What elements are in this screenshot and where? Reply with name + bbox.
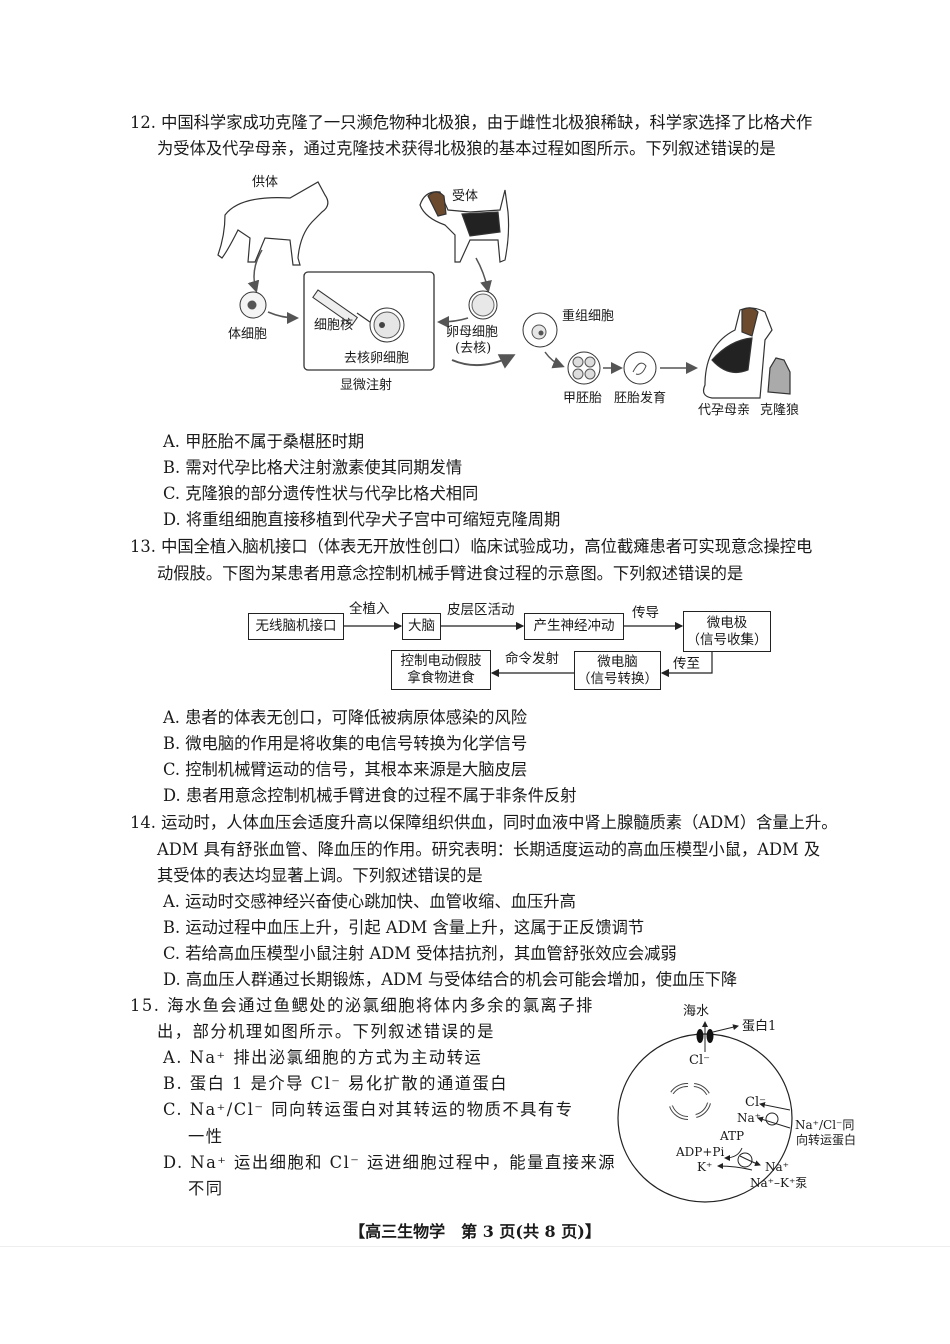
flow-arrow-label-command: 命令发射: [505, 651, 559, 667]
label-recipient: 受体: [452, 189, 479, 204]
label-na-out: Na⁺: [765, 1160, 789, 1174]
embryo-4cell: [567, 351, 601, 385]
flow-box-prosthesis-text: 控制电动假肢: [400, 653, 482, 669]
q15-option-c: C. Na⁺/Cl⁻ 同向转运蛋白对其转运的物质不具有专: [163, 1100, 574, 1119]
flow-box-microcomputer-note: （信号转换）: [577, 670, 658, 687]
q13-option-b: B. 微电脑的作用是将收集的电信号转换为化学信号: [163, 734, 528, 753]
q12-option-b: B. 需对代孕比格犬注射激素使其同期发情: [163, 458, 463, 477]
label-pump: Na⁺–K⁺泵: [750, 1176, 808, 1190]
q12-option-c: C. 克隆狼的部分遗传性状与代孕比格犬相同: [163, 484, 479, 503]
label-atp: ATP: [720, 1129, 745, 1143]
na-k-pump: [737, 1152, 753, 1168]
q12-stem-line2: 为受体及代孕母亲，通过克隆技术获得北极狼的基本过程如图所示。下列叙述错误的是: [157, 139, 776, 158]
q14-stem-line2: ADM 具有舒张血管、降血压的作用。研究表明：长期适度运动的高血压模型小鼠，AD…: [157, 840, 821, 859]
flow-box-prosthesis-note: 拿食物进食: [407, 670, 475, 686]
footer-divider: [0, 1246, 950, 1247]
q12-option-a: A. 甲胚胎不属于桑椹胚时期: [163, 432, 365, 451]
label-k: K⁺: [697, 1160, 713, 1174]
channel-protein-1-left: [696, 1029, 704, 1043]
label-clone-wolf: 克隆狼: [760, 403, 800, 418]
q12-stem-line1: 12. 中国科学家成功克隆了一只濒危物种北极狼，由于雌性北极狼稀缺，科学家选择了…: [130, 113, 813, 132]
q14-stem-line1: 14. 运动时，人体血压会适度升高以保障组织供血，同时血液中肾上腺髓质素（ADM…: [130, 813, 838, 832]
q13-option-c: C. 控制机械臂运动的信号，其根本来源是大脑皮层: [163, 760, 528, 779]
flow-box-microelectrode-text: 微电极: [706, 614, 748, 631]
flow-box-microelectrode: 微电极（信号收集）: [683, 611, 771, 652]
label-embryo: 甲胚胎: [563, 391, 603, 406]
q14-option-d: D. 高血压人群通过长期锻炼，ADM 与受体结合的机会可能会增加，使血压下降: [163, 970, 738, 989]
channel-protein-1-right: [706, 1029, 714, 1043]
q13-stem-line1: 13. 中国全植入脑机接口（体表无开放性创口）临床试验成功，高位截瘫患者可实现意…: [130, 537, 813, 556]
label-cl-right: Cl⁻: [745, 1095, 766, 1110]
label-somatic-cell: 体细胞: [228, 327, 268, 342]
q15-option-d: D. Na⁺ 运出细胞和 Cl⁻ 运进细胞过程中，能量直接来源: [163, 1153, 617, 1172]
q15-option-d-cont: 不同: [188, 1179, 224, 1198]
q14-option-c: C. 若给高血压模型小鼠注射 ADM 受体拮抗剂，其血管舒张效应会减弱: [163, 944, 677, 963]
flow-box-microelectrode-note: （信号收集）: [686, 631, 768, 648]
label-protein1: 蛋白1: [742, 1019, 777, 1034]
label-seawater: 海水: [683, 1004, 710, 1019]
q12-option-d: D. 将重组细胞直接移植到代孕犬子宫中可缩短克隆周期: [163, 510, 561, 529]
label-recombinant-cell: 重组细胞: [562, 309, 615, 324]
q15-stem-line2: 出，部分机理如图所示。下列叙述错误的是: [157, 1022, 495, 1041]
surrogate-dog-and-clone-wolf: [702, 307, 791, 399]
q15-option-a: A. Na⁺ 排出泌氯细胞的方式为主动转运: [163, 1048, 483, 1067]
page-footer: 【高三生物学 第 3 页(共 8 页)】: [349, 1222, 601, 1241]
label-symporter-2: 向转运蛋白: [796, 1133, 857, 1147]
beagle-illustration: [419, 189, 510, 263]
label-surrogate: 代孕母亲: [698, 403, 751, 418]
label-cl-top: Cl⁻: [689, 1053, 710, 1068]
flow-box-bci: 无线脑机接口: [248, 613, 344, 640]
flow-box-prosthesis: 控制电动假肢拿食物进食: [391, 650, 491, 690]
label-adp: ADP+Pi: [676, 1145, 725, 1159]
label-symporter-1: Na⁺/Cl⁻同: [795, 1118, 855, 1132]
flow-box-microcomputer: 微电脑（信号转换）: [574, 651, 661, 690]
q14-option-a: A. 运动时交感神经兴奋使心跳加快、血管收缩、血压升高: [163, 892, 576, 911]
flow-box-brain: 大脑: [402, 613, 441, 640]
flow-arrow-label-conduct: 传导: [632, 605, 659, 621]
symporter-protein: [765, 1112, 779, 1126]
flow-box-impulse-text: 产生神经冲动: [533, 618, 615, 634]
flow-arrow-label-cortex: 皮层区活动: [447, 602, 515, 618]
flow-arrow-label-implant: 全植入: [349, 601, 390, 617]
label-na-right: Na⁺: [737, 1111, 761, 1125]
flow-box-impulse: 产生神经冲动: [524, 613, 624, 640]
q14-stem-line3: 其受体的表达均显著上调。下列叙述错误的是: [157, 866, 483, 885]
q15-option-b: B. 蛋白 1 是介导 Cl⁻ 易化扩散的通道蛋白: [163, 1074, 509, 1093]
q13-stem-line2: 动假肢。下图为某患者用意念控制机械手臂进食过程的示意图。下列叙述错误的是: [157, 564, 744, 583]
label-oocyte: 卵母细胞: [446, 325, 499, 340]
flow-arrow-label-to: 传至: [673, 656, 700, 672]
q13-option-a: A. 患者的体表无创口，可降低被病原体感染的风险: [163, 708, 528, 727]
embryo-developing: [623, 351, 657, 385]
label-nucleus: 细胞核: [314, 318, 354, 333]
q15-option-c-cont: 一性: [188, 1127, 224, 1146]
q13-option-d: D. 患者用意念控制机械手臂进食的过程不属于非条件反射: [163, 786, 577, 805]
label-microinjection: 显微注射: [340, 378, 393, 393]
label-oocyte-note: (去核): [455, 341, 492, 356]
q14-option-b: B. 运动过程中血压上升，引起 ADM 含量上升，这属于正反馈调节: [163, 918, 645, 937]
flow-box-bci-text: 无线脑机接口: [255, 618, 337, 634]
microinjection-box: [303, 271, 435, 371]
q15-stem-line1: 15. 海水鱼会通过鱼鳃处的泌氯细胞将体内多余的氯离子排: [130, 996, 594, 1015]
label-development: 胚胎发育: [614, 391, 667, 406]
label-donor: 供体: [252, 175, 279, 190]
wolf-illustration: [217, 181, 329, 266]
flow-box-microcomputer-text: 微电脑: [597, 653, 638, 670]
flow-box-brain-text: 大脑: [408, 618, 435, 634]
label-enucleated-egg: 去核卵细胞: [344, 351, 410, 366]
